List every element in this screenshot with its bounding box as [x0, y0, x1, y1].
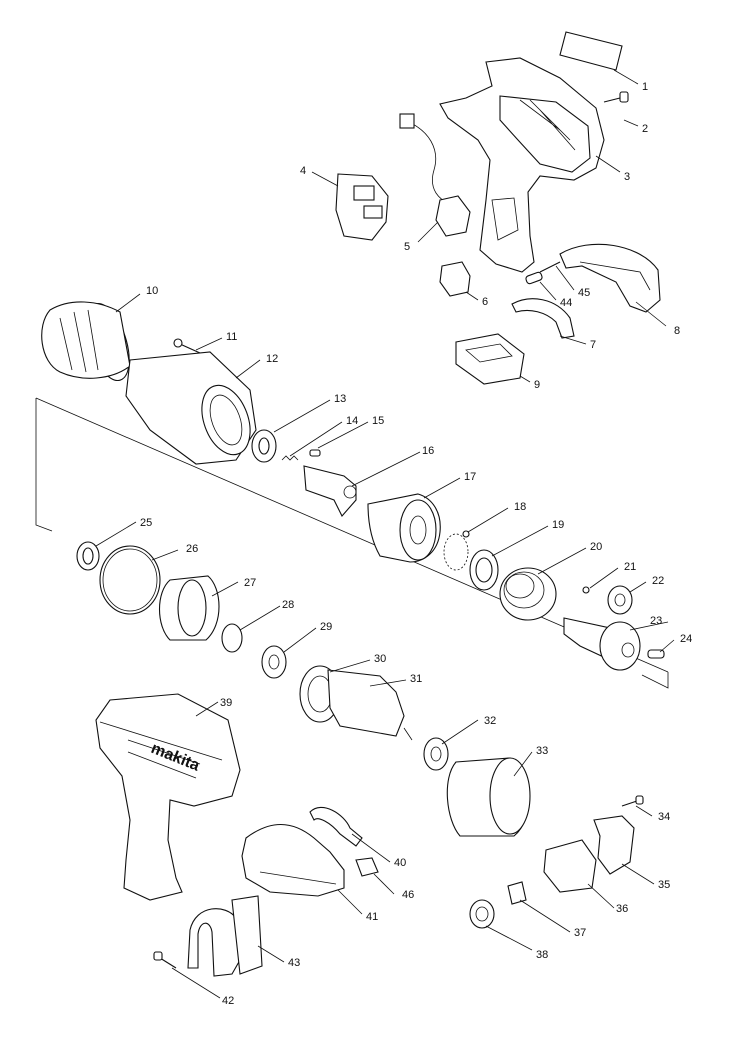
label-part-12: 12	[266, 353, 278, 365]
part-cover-8	[559, 243, 661, 313]
part-38	[469, 899, 495, 929]
part-bearing-29	[261, 645, 287, 679]
part-bracket-35	[593, 815, 635, 875]
part-pin-15	[309, 449, 321, 457]
part-spring-strip-7	[511, 298, 575, 339]
part-spring-14	[281, 455, 299, 461]
label-part-30: 30	[374, 653, 386, 665]
assembly-frame-lines	[35, 397, 669, 689]
label-part-24: 24	[680, 633, 692, 645]
label-part-13: 13	[334, 393, 346, 405]
label-part-32: 32	[484, 715, 496, 727]
part-spring-20	[499, 567, 557, 621]
part-belt-clip-43	[187, 895, 263, 977]
label-part-25: 25	[140, 517, 152, 529]
part-spindle-23	[563, 617, 641, 671]
label-part-28: 28	[282, 599, 294, 611]
label-part-42: 42	[222, 995, 234, 1007]
part-bearing-32	[423, 737, 449, 771]
label-part-22: 22	[652, 575, 664, 587]
leader-lines	[95, 69, 675, 999]
part-rotor-31	[327, 669, 413, 741]
part-labels: 1 2 3 4 5 6 7 8 9 10 11 12 13 14 15 16 1…	[140, 81, 692, 1007]
part-ball-21	[582, 586, 590, 594]
label-part-35: 35	[658, 879, 670, 891]
label-part-43: 43	[288, 957, 300, 969]
label-part-40: 40	[394, 857, 406, 869]
part-o-ring-26	[99, 545, 161, 615]
part-housing-39	[95, 693, 241, 901]
label-part-2: 2	[642, 123, 648, 135]
label-part-10: 10	[146, 285, 158, 297]
label-part-33: 33	[536, 745, 548, 757]
part-internal-gear-27	[159, 575, 220, 641]
label-part-1: 1	[642, 81, 648, 93]
label-part-36: 36	[616, 903, 628, 915]
label-part-18: 18	[514, 501, 526, 513]
label-part-6: 6	[482, 296, 488, 308]
label-part-34: 34	[658, 811, 670, 823]
label-part-45: 45	[578, 287, 590, 299]
label-part-38: 38	[536, 949, 548, 961]
label-part-20: 20	[590, 541, 602, 553]
part-nameplate	[559, 31, 623, 71]
part-controller-9	[455, 333, 525, 385]
label-part-5: 5	[404, 241, 410, 253]
label-part-41: 41	[366, 911, 378, 923]
label-part-4: 4	[300, 165, 306, 177]
label-part-15: 15	[372, 415, 384, 427]
part-washer-25	[76, 541, 100, 571]
part-front-cover-10	[41, 301, 131, 381]
part-spring-strip-40	[309, 806, 363, 847]
part-ball-18	[443, 530, 470, 571]
label-part-37: 37	[574, 927, 586, 939]
part-gear-housing-12	[125, 351, 257, 465]
part-pin-24	[647, 649, 665, 659]
part-o-ring-28	[221, 623, 243, 653]
part-rod-44	[525, 271, 543, 285]
part-pin-45	[539, 261, 561, 273]
label-part-29: 29	[320, 621, 332, 633]
label-part-31: 31	[410, 673, 422, 685]
part-washer-13	[251, 429, 277, 463]
label-part-17: 17	[464, 471, 476, 483]
part-stator-33	[446, 757, 531, 837]
part-anvil-16	[303, 465, 357, 517]
part-screw-2	[603, 91, 629, 103]
label-part-46: 46	[402, 889, 414, 901]
label-part-3: 3	[624, 171, 630, 183]
label-part-14: 14	[346, 415, 358, 427]
part-hammer-17	[367, 493, 441, 563]
label-part-19: 19	[552, 519, 564, 531]
part-screw-42	[153, 951, 177, 969]
part-switch-4	[335, 173, 389, 241]
part-housing-set	[439, 57, 605, 273]
part-6	[439, 261, 471, 297]
label-part-9: 9	[534, 379, 540, 391]
part-37	[507, 881, 527, 905]
part-gear-22	[607, 585, 633, 615]
label-part-44: 44	[560, 297, 572, 309]
label-part-21: 21	[624, 561, 636, 573]
part-screw-34	[621, 795, 644, 807]
part-46	[355, 857, 379, 877]
label-part-27: 27	[244, 577, 256, 589]
part-washer-19	[469, 549, 499, 591]
label-part-11: 11	[226, 331, 237, 343]
part-wire-harness-5	[399, 113, 471, 237]
label-part-8: 8	[674, 325, 680, 337]
label-part-23: 23	[650, 615, 662, 627]
label-part-16: 16	[422, 445, 434, 457]
label-part-26: 26	[186, 543, 198, 555]
part-cover-41	[241, 824, 345, 897]
label-part-7: 7	[590, 339, 596, 351]
label-part-39: 39	[220, 697, 232, 709]
